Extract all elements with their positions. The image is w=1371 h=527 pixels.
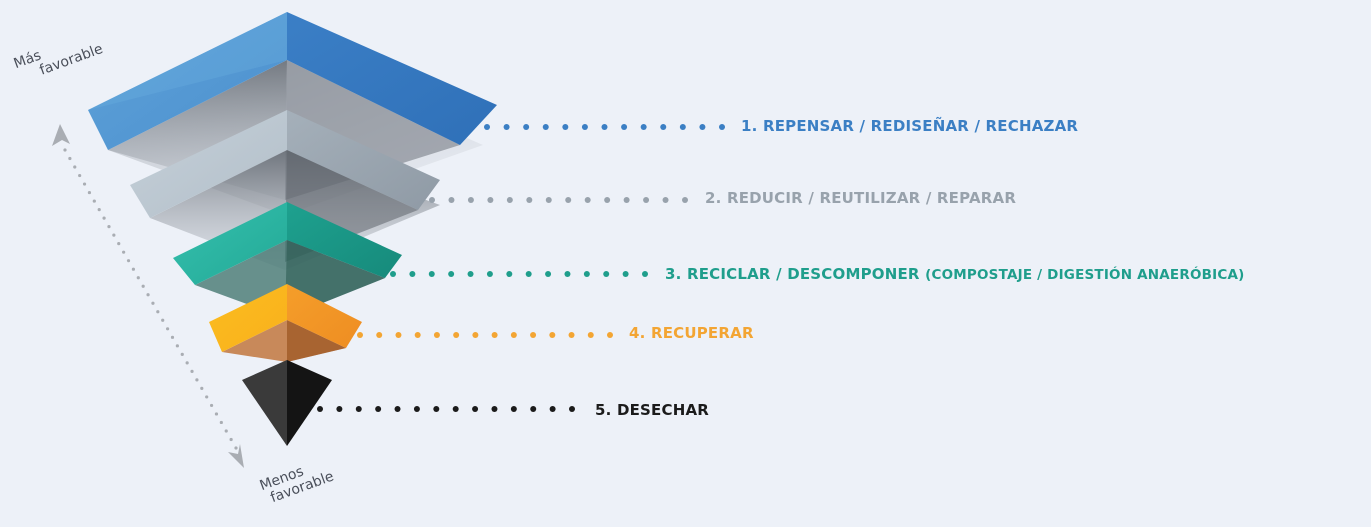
tier-4-text: 4. RECUPERAR <box>629 324 754 342</box>
tier-3-shape <box>173 202 402 318</box>
tier-1-label: 1. REPENSAR / REDISEÑAR / RECHAZAR <box>741 117 1078 135</box>
tier-3-label: 3. RECICLAR / DESCOMPONER (COMPOSTAJE / … <box>665 265 1244 283</box>
tier-5-shape <box>242 360 332 446</box>
tier-2-label: 2. REDUCIR / REUTILIZAR / REPARAR <box>705 189 1016 207</box>
leader-line-tier-3 <box>390 271 648 277</box>
tier-2-text: 2. REDUCIR / REUTILIZAR / REPARAR <box>705 189 1017 207</box>
tier-5-label: 5. DESECHAR <box>595 401 709 419</box>
tier-4-label: 4. RECUPERAR <box>629 324 754 342</box>
arrow-down-icon <box>228 444 244 468</box>
leader-line-tier-1 <box>484 124 725 130</box>
leader-line-tier-4 <box>357 332 613 338</box>
leader-line-tier-5 <box>317 406 575 412</box>
tier-5-text: 5. DESECHAR <box>595 401 710 419</box>
favorability-axis <box>63 148 238 450</box>
leader-lines <box>317 124 725 412</box>
tier-1-text: 1. REPENSAR / REDISEÑAR / RECHAZAR <box>741 117 1079 135</box>
tier-3-text: 3. RECICLAR / DESCOMPONER <box>665 265 926 283</box>
tier-3-subtext: (COMPOSTAJE / DIGESTIÓN ANAERÓBICA) <box>925 267 1245 283</box>
tier-4-shape <box>209 284 362 362</box>
leader-line-tier-2 <box>429 197 688 203</box>
arrow-up-icon <box>52 124 70 146</box>
